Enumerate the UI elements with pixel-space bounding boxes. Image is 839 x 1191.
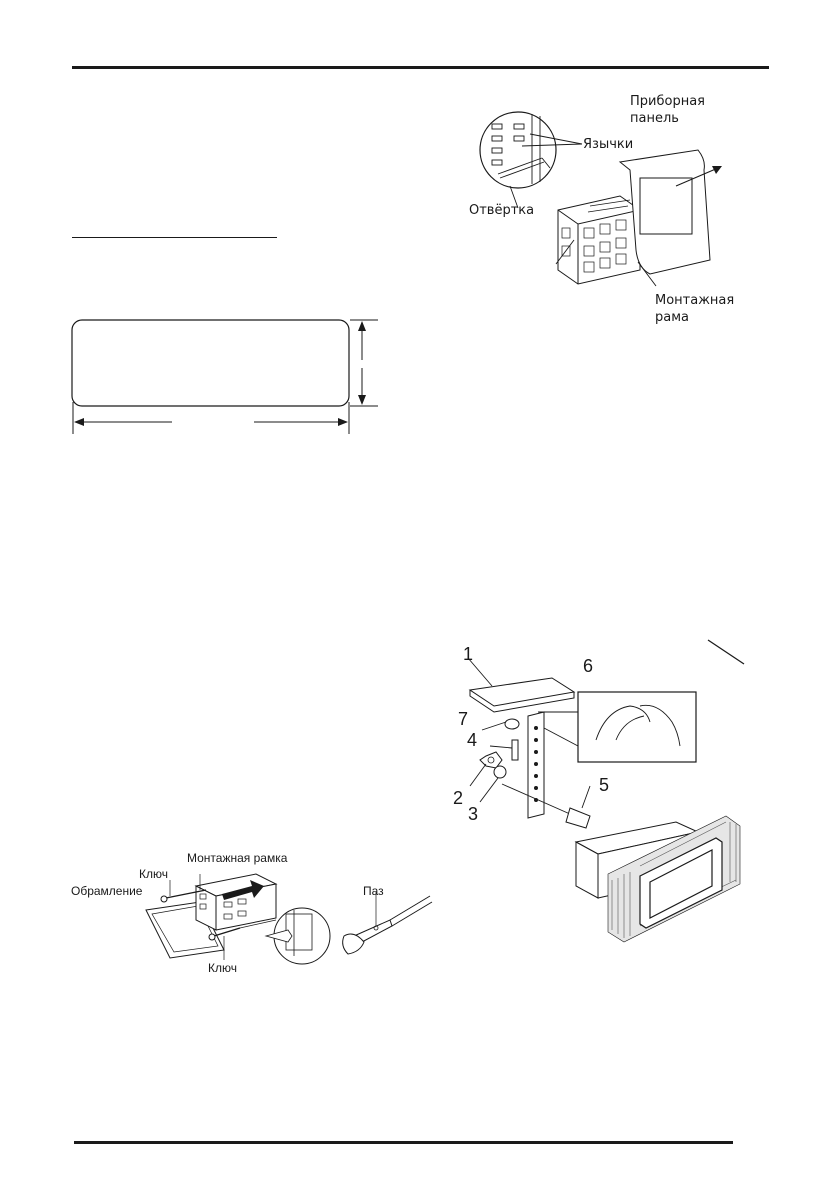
removal-keys-diagram [140, 866, 440, 966]
footer-rule [74, 1141, 733, 1144]
sleeve-install-diagram [470, 100, 730, 300]
header-rule [72, 66, 769, 69]
label-groove: Паз [363, 884, 384, 898]
label-trim: Обрамление [71, 884, 143, 898]
section-underline [72, 237, 277, 238]
opening-dimension-diagram [64, 314, 384, 438]
label-instrument-panel: Приборная панель [630, 94, 705, 126]
label-tabs: Язычки [583, 137, 634, 152]
bracket-install-diagram [440, 636, 750, 948]
label-mounting-frame-small: Монтажная рамка [187, 851, 288, 865]
label-screwdriver: Отвёртка [469, 203, 535, 218]
label-mounting-frame: Монтажная рама [655, 293, 735, 325]
label-key-top: Ключ [139, 867, 168, 881]
label-key-bottom: Ключ [208, 961, 237, 975]
